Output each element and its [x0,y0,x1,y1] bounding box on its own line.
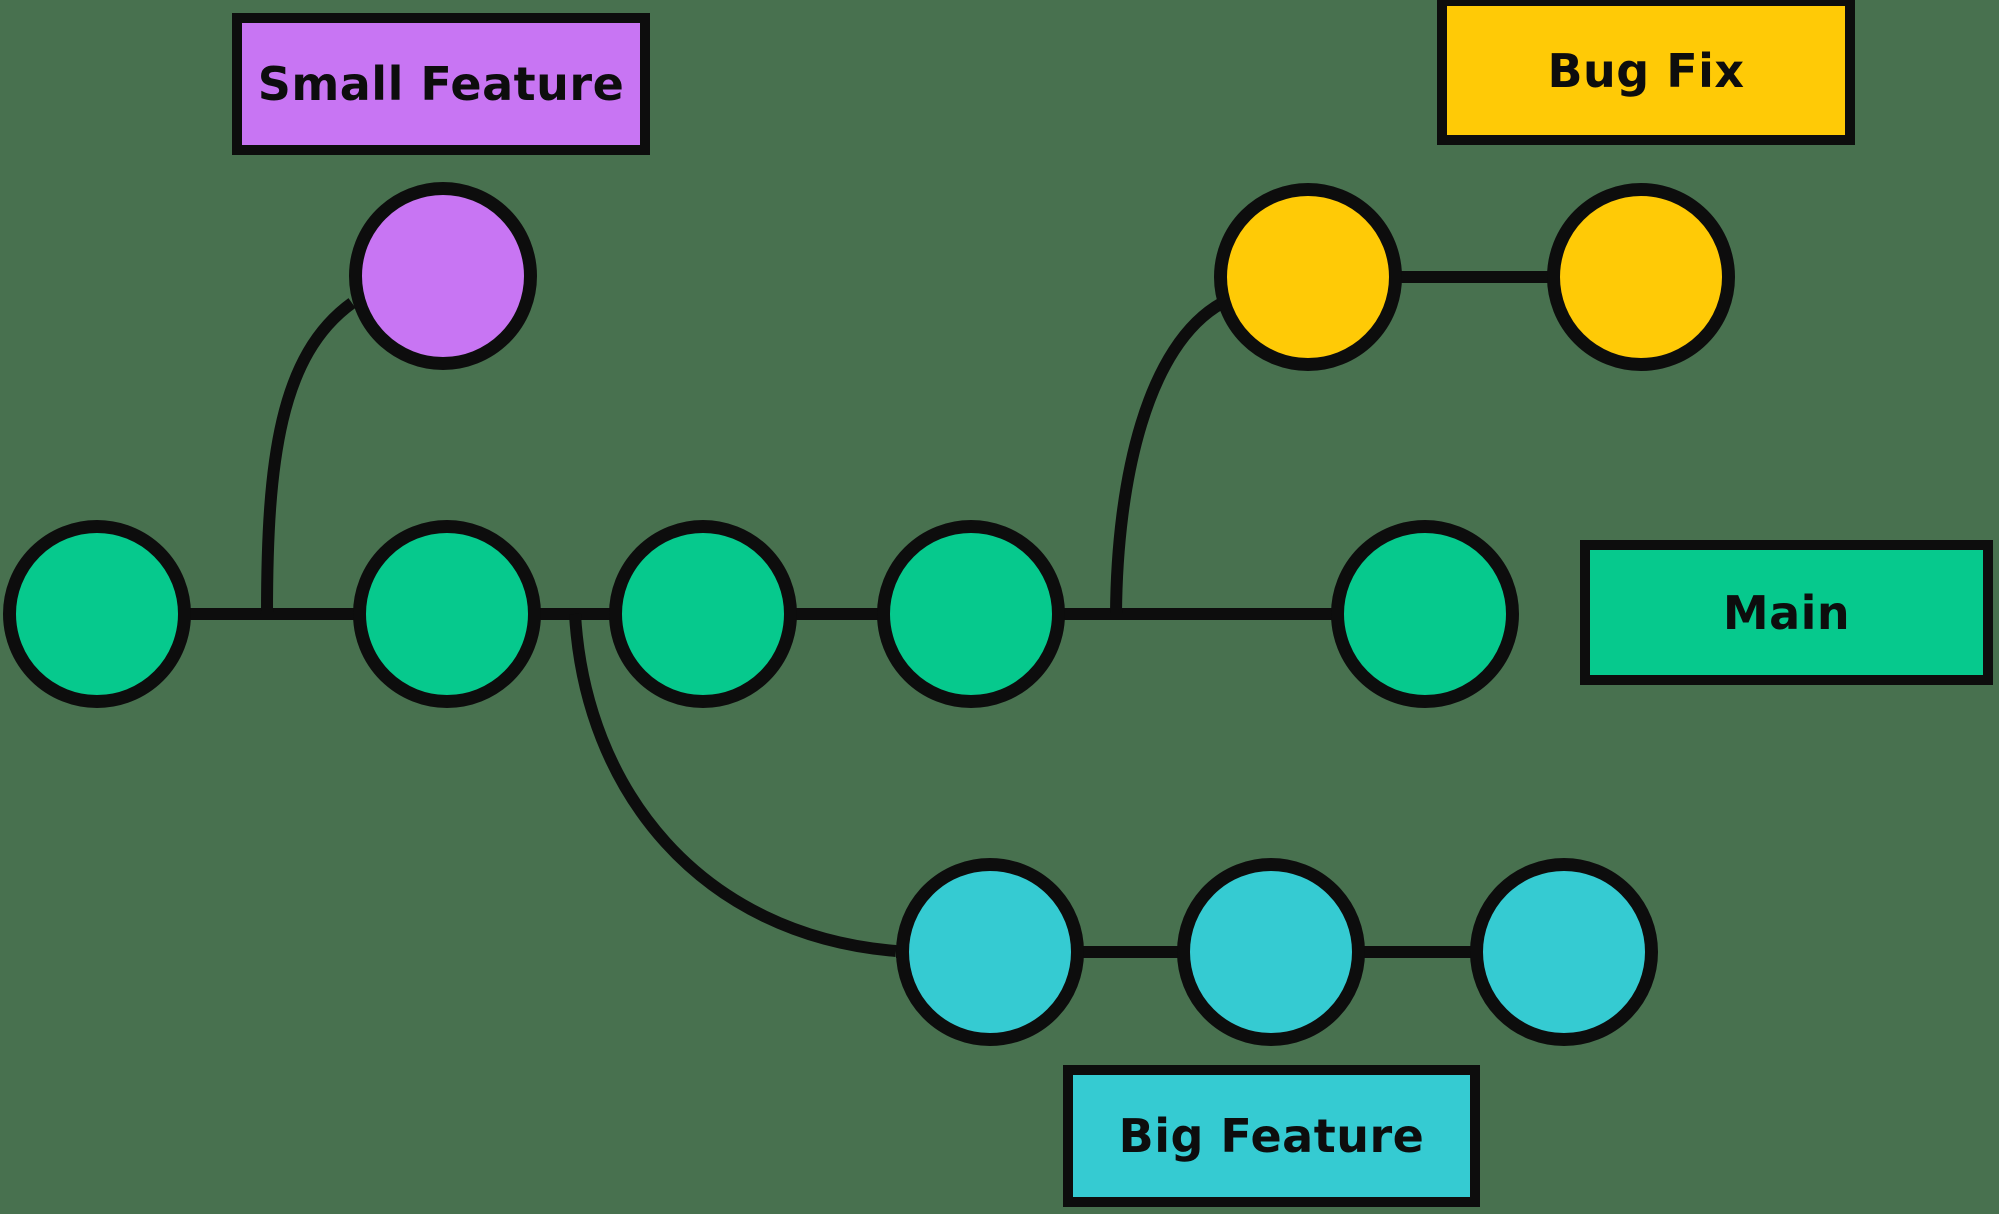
bug-fix-branch-curve [1110,297,1226,615]
bug-fix-branch-label: Bug Fix [1437,0,1855,145]
commit-node-small-feature-1 [349,182,537,370]
commit-node-main-3 [609,520,797,708]
big-feature-branch-label-text: Big Feature [1118,1109,1425,1163]
commit-node-main-4 [877,520,1065,708]
commit-node-big-feature-1 [896,858,1084,1046]
commit-node-main-1 [3,520,191,708]
commit-node-big-feature-3 [1470,858,1658,1046]
commit-node-bug-fix-1 [1214,183,1402,371]
bug-fix-branch-label-text: Bug Fix [1547,43,1745,98]
commit-node-main-5 [1331,520,1519,708]
commit-node-big-feature-2 [1177,858,1365,1046]
small-feature-branch-label: Small Feature [232,13,650,155]
big-feature-branch-curve [569,613,897,957]
commit-node-main-2 [353,520,541,708]
small-feature-branch-label-text: Small Feature [257,57,625,111]
commit-node-bug-fix-2 [1547,183,1735,371]
small-feature-branch-curve [261,298,356,615]
main-branch-label-text: Main [1722,585,1851,640]
big-feature-branch-label: Big Feature [1063,1065,1480,1207]
main-branch-label: Main [1580,540,1993,685]
